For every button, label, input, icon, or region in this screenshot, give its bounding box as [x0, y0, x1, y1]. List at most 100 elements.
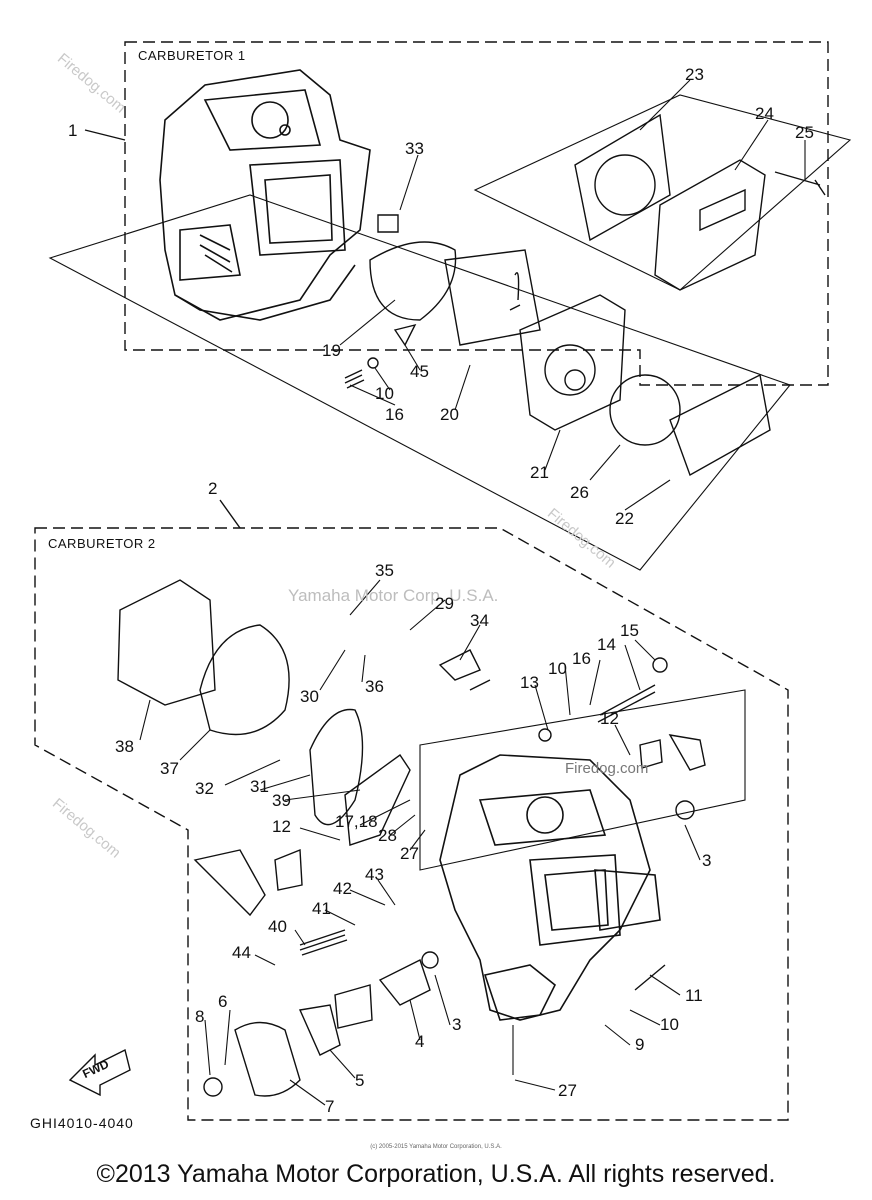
screw-25	[774, 171, 826, 196]
diaphragm-37	[199, 624, 290, 736]
label-29: 29	[435, 594, 454, 613]
label-44: 44	[232, 943, 251, 962]
label-10b: 10	[548, 659, 567, 678]
gasket-19	[369, 241, 457, 321]
label-23: 23	[685, 65, 704, 84]
bushing-12a	[639, 739, 663, 769]
label-22: 22	[615, 509, 634, 528]
label-10: 10	[375, 384, 394, 403]
washer-13	[538, 728, 552, 742]
gasket-22	[669, 373, 771, 477]
small-copyright: (c) 2005-2015 Yamaha Motor Corporation, …	[370, 1144, 502, 1150]
carburetor-2-title: CARBURETOR 2	[48, 536, 156, 551]
label-27b: 27	[558, 1081, 577, 1100]
washer-3a	[675, 800, 695, 820]
label-34: 34	[470, 611, 489, 630]
label-9: 9	[635, 1035, 645, 1054]
label-3: 3	[702, 851, 712, 870]
label-19: 19	[322, 341, 341, 360]
label-11: 11	[685, 986, 703, 1005]
carburetor-2-body	[439, 754, 661, 1021]
carb2-boundary	[34, 527, 789, 1121]
sleeve-4	[378, 959, 431, 1006]
lever-7	[234, 1021, 301, 1097]
plate-38	[117, 579, 216, 706]
label-37: 37	[160, 759, 179, 778]
label-14: 14	[597, 635, 616, 654]
nut-15	[652, 657, 668, 673]
leader-1	[84, 129, 126, 141]
washer-8	[203, 1077, 223, 1097]
label-3b: 3	[452, 1015, 462, 1034]
jet-33	[377, 214, 399, 233]
label-8: 8	[195, 1007, 205, 1026]
bracket	[193, 849, 266, 917]
label-6: 6	[218, 992, 228, 1011]
label-25: 25	[795, 123, 814, 142]
leader-lines	[139, 79, 806, 1106]
carb1-plane	[48, 94, 852, 571]
cover-24	[654, 159, 766, 291]
needle-34	[438, 649, 491, 691]
label-41: 41	[312, 899, 331, 918]
carb2-parts	[84, 129, 706, 1097]
needle-45	[393, 323, 417, 347]
label-21: 21	[530, 463, 549, 482]
label-4: 4	[415, 1032, 425, 1051]
label-35: 35	[375, 561, 394, 580]
watermark-site-center: Firedog.com	[565, 760, 649, 777]
label-20: 20	[440, 405, 459, 424]
callout-1: 1	[68, 121, 78, 140]
label-40: 40	[268, 917, 287, 936]
label-45: 45	[410, 362, 429, 381]
pilot-11	[634, 964, 666, 991]
label-12: 12	[600, 709, 619, 728]
label-12b: 12	[272, 817, 291, 836]
label-24: 24	[755, 104, 774, 123]
cam-5	[298, 1004, 341, 1056]
label-38: 38	[115, 737, 134, 756]
label-42: 42	[333, 879, 352, 898]
label-16: 16	[385, 405, 404, 424]
label-17-18: 17,18	[335, 812, 378, 831]
carburetor-1-title: CARBURETOR 1	[138, 48, 246, 63]
spring-40	[299, 929, 348, 956]
spring-16a	[344, 369, 365, 389]
washer-3b	[421, 951, 439, 969]
oring-10a	[367, 357, 379, 369]
copyright-notice: ©2013 Yamaha Motor Corporation, U.S.A. A…	[96, 1160, 776, 1188]
cover-31	[309, 708, 364, 826]
leader-2	[219, 499, 241, 529]
label-5: 5	[355, 1071, 365, 1090]
lever-right	[668, 734, 706, 771]
label-16b: 16	[572, 649, 591, 668]
shaft-14	[597, 684, 656, 723]
label-39: 39	[272, 791, 291, 810]
carburetor-1-body	[159, 69, 371, 321]
label-27: 27	[400, 844, 419, 863]
callout-2: 2	[208, 479, 218, 498]
watermark-main: Yamaha Motor Corp, U.S.A.	[288, 586, 499, 605]
label-28: 28	[378, 826, 397, 845]
label-26: 26	[570, 483, 589, 502]
label-30: 30	[300, 687, 319, 706]
label-32: 32	[195, 779, 214, 798]
gasket-39	[344, 754, 411, 846]
label-36: 36	[365, 677, 384, 696]
carb1-boundary	[124, 41, 829, 386]
label-31: 31	[250, 777, 269, 796]
diaphragm-cover-21	[519, 294, 626, 431]
label-10c: 10	[660, 1015, 679, 1034]
carb2-plane	[419, 689, 746, 871]
gasket-23	[574, 113, 671, 242]
diaphragm-26	[609, 374, 681, 446]
spring-5	[334, 984, 373, 1029]
label-43: 43	[365, 865, 384, 884]
spring-coil	[274, 848, 303, 891]
carb1-parts	[344, 113, 826, 477]
fwd-arrow-shape	[68, 1048, 131, 1097]
label-7: 7	[325, 1097, 335, 1116]
label-13: 13	[520, 673, 539, 692]
